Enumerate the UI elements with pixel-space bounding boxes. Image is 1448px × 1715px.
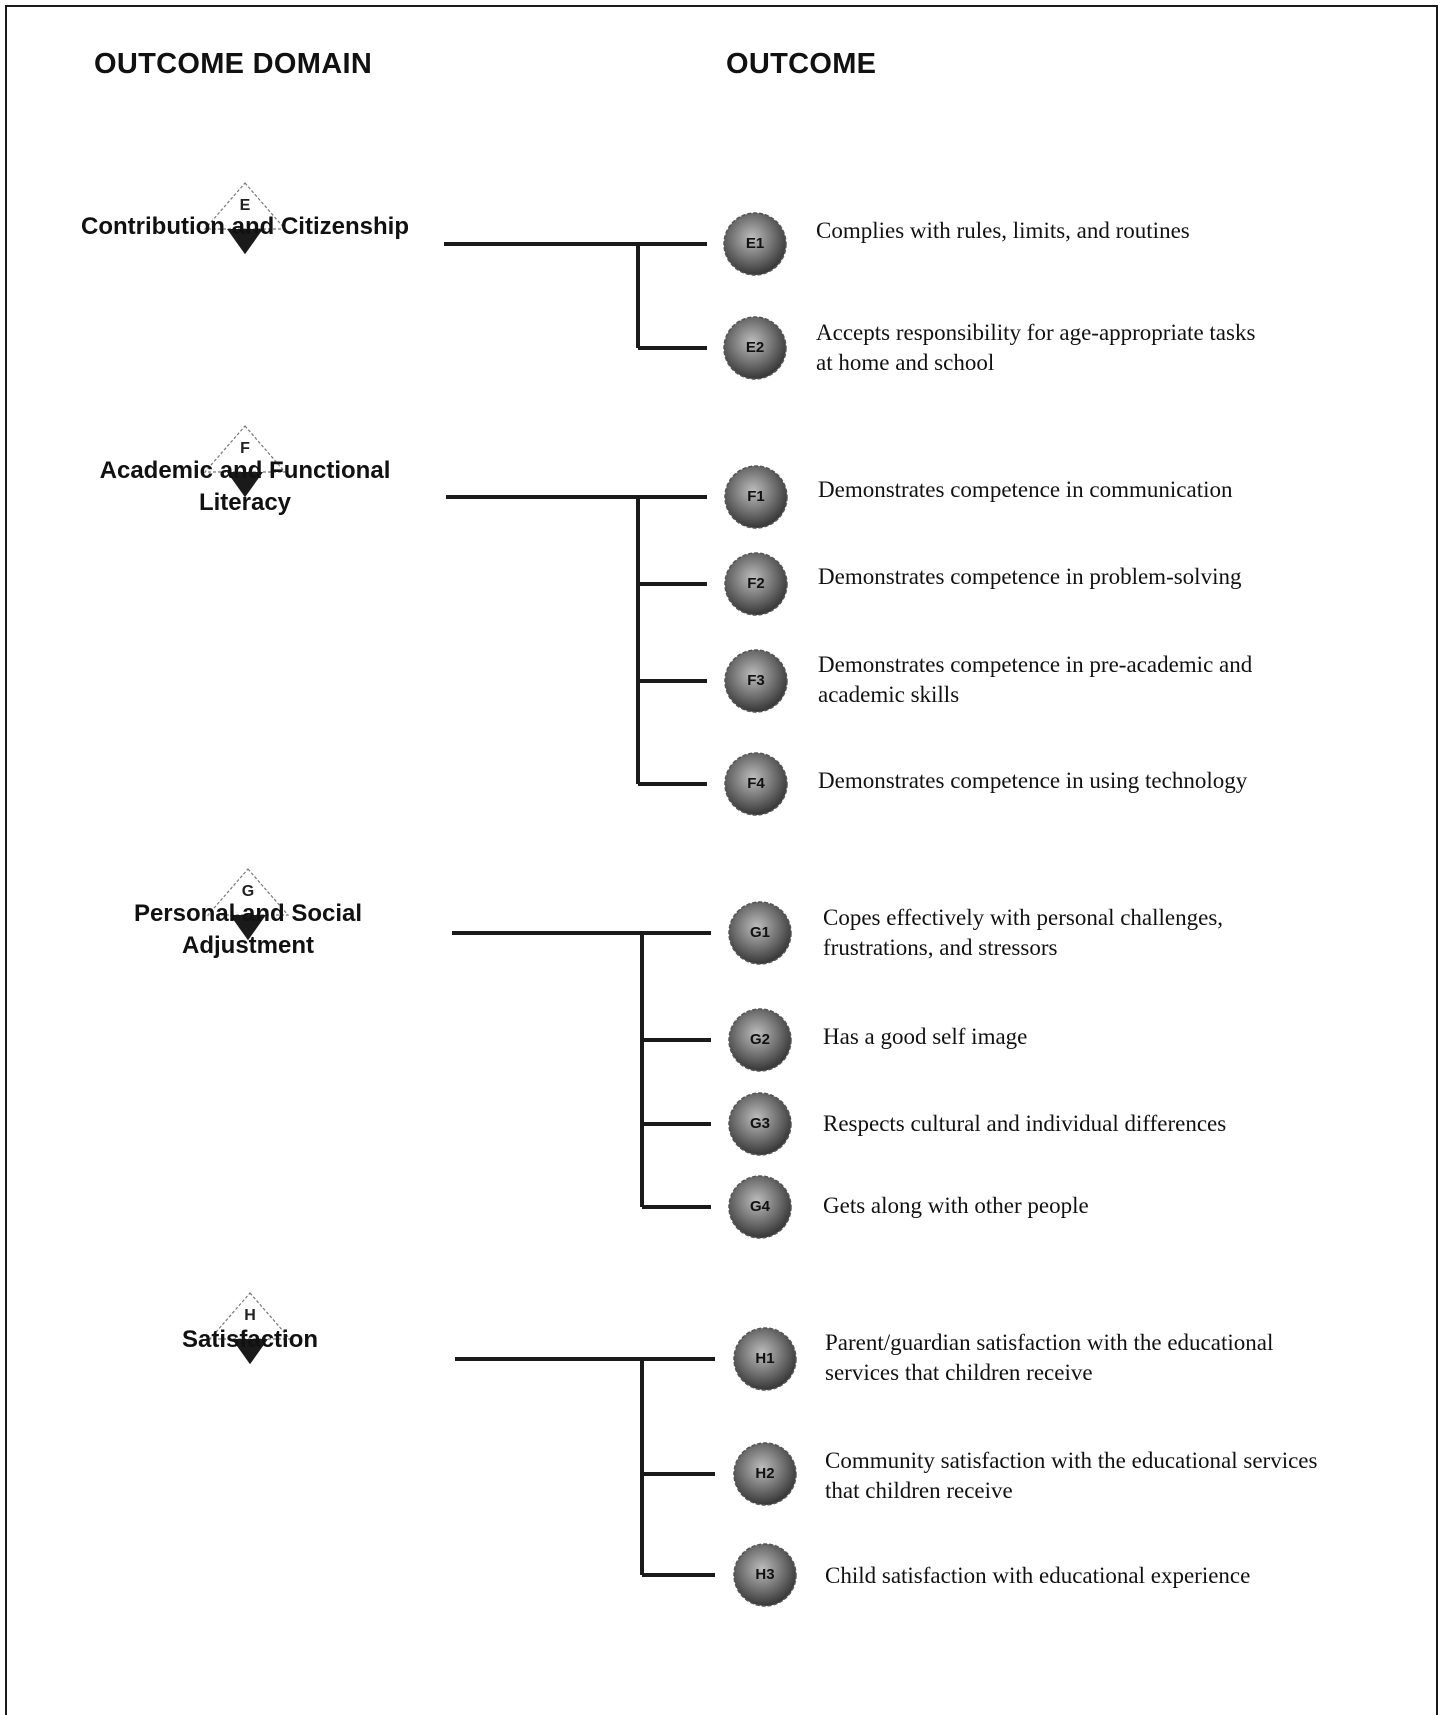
outcome-g3-code: G3 bbox=[749, 1115, 770, 1132]
outcome-e2-text-line-1: Accepts responsibility for age-appropria… bbox=[816, 320, 1256, 345]
outcome-f1-text-line-1: Demonstrates competence in communication bbox=[818, 477, 1233, 502]
outcome-f4-code: F4 bbox=[747, 775, 765, 792]
outcome-h3-text-line-1: Child satisfaction with educational expe… bbox=[825, 1563, 1251, 1588]
outcome-f4-text-line-1: Demonstrates competence in using technol… bbox=[818, 768, 1248, 793]
outcome-g2-code: G2 bbox=[749, 1031, 770, 1048]
outcome-g1-code: G1 bbox=[749, 924, 770, 941]
domain-e-diamond-bottom bbox=[227, 229, 263, 255]
outcome-domain-header: OUTCOME DOMAIN bbox=[94, 48, 373, 80]
domain-e-letter: E bbox=[239, 197, 251, 214]
outcome-f2-code: F2 bbox=[747, 575, 765, 592]
outcome-g1-text-line-2: frustrations, and stressors bbox=[823, 935, 1058, 960]
outcome-g3-badge bbox=[728, 1092, 792, 1156]
outcome-e2-code: E2 bbox=[745, 339, 765, 356]
outcome-f3-badge bbox=[724, 649, 788, 713]
outcome-g4-code: G4 bbox=[749, 1198, 770, 1215]
outcome-h1-text-line-1: Parent/guardian satisfaction with the ed… bbox=[825, 1330, 1274, 1355]
domain-h-diamond-bottom bbox=[232, 1339, 268, 1365]
outcome-g3-text-line-1: Respects cultural and individual differe… bbox=[823, 1111, 1227, 1136]
outcome-g2-badge bbox=[728, 1008, 792, 1072]
outcome-f4-badge bbox=[724, 752, 788, 816]
outcome-g2-text-line-1: Has a good self image bbox=[823, 1024, 1028, 1049]
outcome-g1-badge bbox=[728, 901, 792, 965]
domain-h-label: Satisfaction bbox=[181, 1326, 319, 1353]
outcome-h3-badge bbox=[733, 1543, 797, 1607]
outcome-h1-text-line-2: services that children receive bbox=[825, 1360, 1093, 1385]
domain-g-label: Personal and Social Adjustment bbox=[133, 900, 363, 959]
domain-g-letter: G bbox=[241, 883, 255, 900]
outcome-f2-text-line-1: Demonstrates competence in problem-solvi… bbox=[818, 564, 1242, 589]
domain-g-diamond-bottom bbox=[230, 915, 266, 941]
outcome-e1-code: E1 bbox=[745, 235, 765, 252]
domain-f-diamond-bottom bbox=[227, 472, 263, 498]
outcome-h2-code: H2 bbox=[755, 1465, 775, 1482]
domain-f-letter: F bbox=[240, 440, 250, 457]
outcome-header: OUTCOME bbox=[726, 48, 877, 80]
outcome-h1-code: H1 bbox=[755, 1350, 775, 1367]
domain-e-label: Contribution and Citizenship bbox=[81, 213, 409, 240]
outcome-e2-badge bbox=[723, 316, 787, 380]
domain-h-letter: H bbox=[244, 1307, 256, 1324]
outcome-f1-badge bbox=[724, 465, 788, 529]
outcome-e2-text-line-2: at home and school bbox=[816, 350, 995, 375]
outcome-f3-code: F3 bbox=[747, 672, 765, 689]
outcome-f1-code: F1 bbox=[747, 488, 765, 505]
outcome-f3-text-line-2: academic skills bbox=[818, 682, 960, 707]
outcome-g4-text-line-1: Gets along with other people bbox=[823, 1193, 1089, 1218]
outcome-h1-badge bbox=[733, 1327, 797, 1391]
outcome-h3-code: H3 bbox=[755, 1566, 775, 1583]
outcome-e1-badge bbox=[723, 212, 787, 276]
outcome-g4-badge bbox=[728, 1175, 792, 1239]
outcome-f2-badge bbox=[724, 552, 788, 616]
outcome-h2-badge bbox=[733, 1442, 797, 1506]
outcome-h2-text-line-2: that children receive bbox=[825, 1478, 1013, 1503]
outcome-h2-text-line-1: Community satisfaction with the educatio… bbox=[825, 1448, 1318, 1473]
outcome-g1-text-line-1: Copes effectively with personal challeng… bbox=[823, 905, 1224, 930]
outcome-f3-text-line-1: Demonstrates competence in pre-academic … bbox=[818, 652, 1253, 677]
domain-f-label: Academic and Functional Literacy bbox=[99, 457, 391, 516]
outcome-e1-text-line-1: Complies with rules, limits, and routine… bbox=[816, 218, 1190, 243]
diagram-frame bbox=[5, 5, 1438, 1715]
